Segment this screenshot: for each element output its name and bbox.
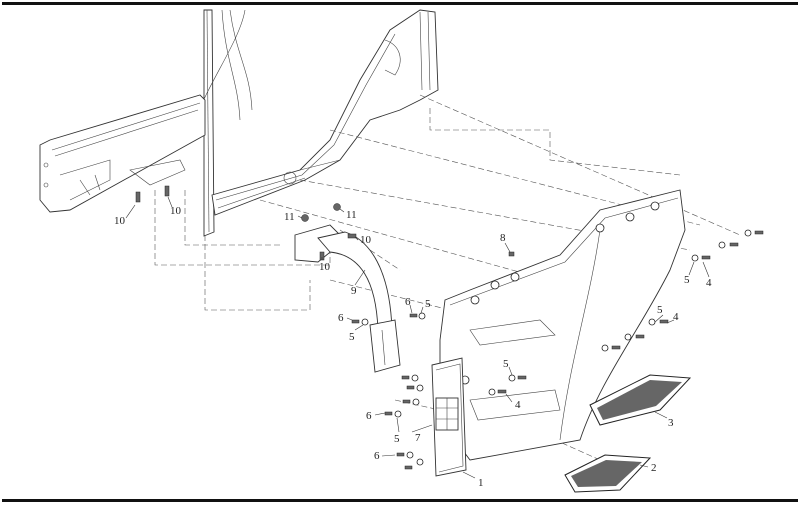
step-grille (435, 397, 459, 431)
callout-11: 11 (346, 209, 357, 221)
callout-4: 4 (673, 311, 679, 323)
top-border-rule (2, 2, 798, 5)
callout-labels: 1 2 3 4 4 4 5 5 5 5 5 5 6 6 6 6 7 8 9 10… (114, 205, 712, 489)
bottom-border-rule (2, 499, 798, 502)
callout-4: 4 (515, 399, 521, 411)
cab-pillar (194, 9, 253, 237)
callout-6: 6 (405, 296, 411, 308)
upper-step-tread (589, 374, 692, 426)
callout-5: 5 (349, 331, 355, 343)
callout-6: 6 (374, 450, 380, 462)
callout-6: 6 (338, 312, 344, 324)
callout-5: 5 (394, 433, 400, 445)
hardware-fasteners (135, 185, 764, 470)
callout-7: 7 (415, 432, 421, 444)
callout-5: 5 (503, 358, 509, 370)
cab-sill-rail (211, 9, 439, 216)
callout-6: 6 (366, 410, 372, 422)
leader-lines (125, 196, 710, 479)
callout-5: 5 (684, 274, 690, 286)
callout-1: 1 (478, 477, 484, 489)
callout-5: 5 (425, 298, 431, 310)
callout-10: 10 (360, 234, 372, 246)
chassis-frame-rail (39, 94, 206, 213)
callout-5: 5 (657, 304, 663, 316)
support-arm (294, 224, 401, 373)
callout-8: 8 (500, 232, 506, 244)
step-housing (439, 189, 686, 461)
callout-4: 4 (706, 277, 712, 289)
callout-10: 10 (170, 205, 182, 217)
step-bracket-plate (431, 357, 467, 477)
callout-11: 11 (284, 211, 295, 223)
lower-step-tread (564, 454, 652, 493)
callout-3: 3 (668, 417, 674, 429)
callout-10: 10 (319, 261, 331, 273)
callout-10: 10 (114, 215, 126, 227)
callout-2: 2 (651, 462, 657, 474)
callout-9: 9 (351, 285, 357, 297)
